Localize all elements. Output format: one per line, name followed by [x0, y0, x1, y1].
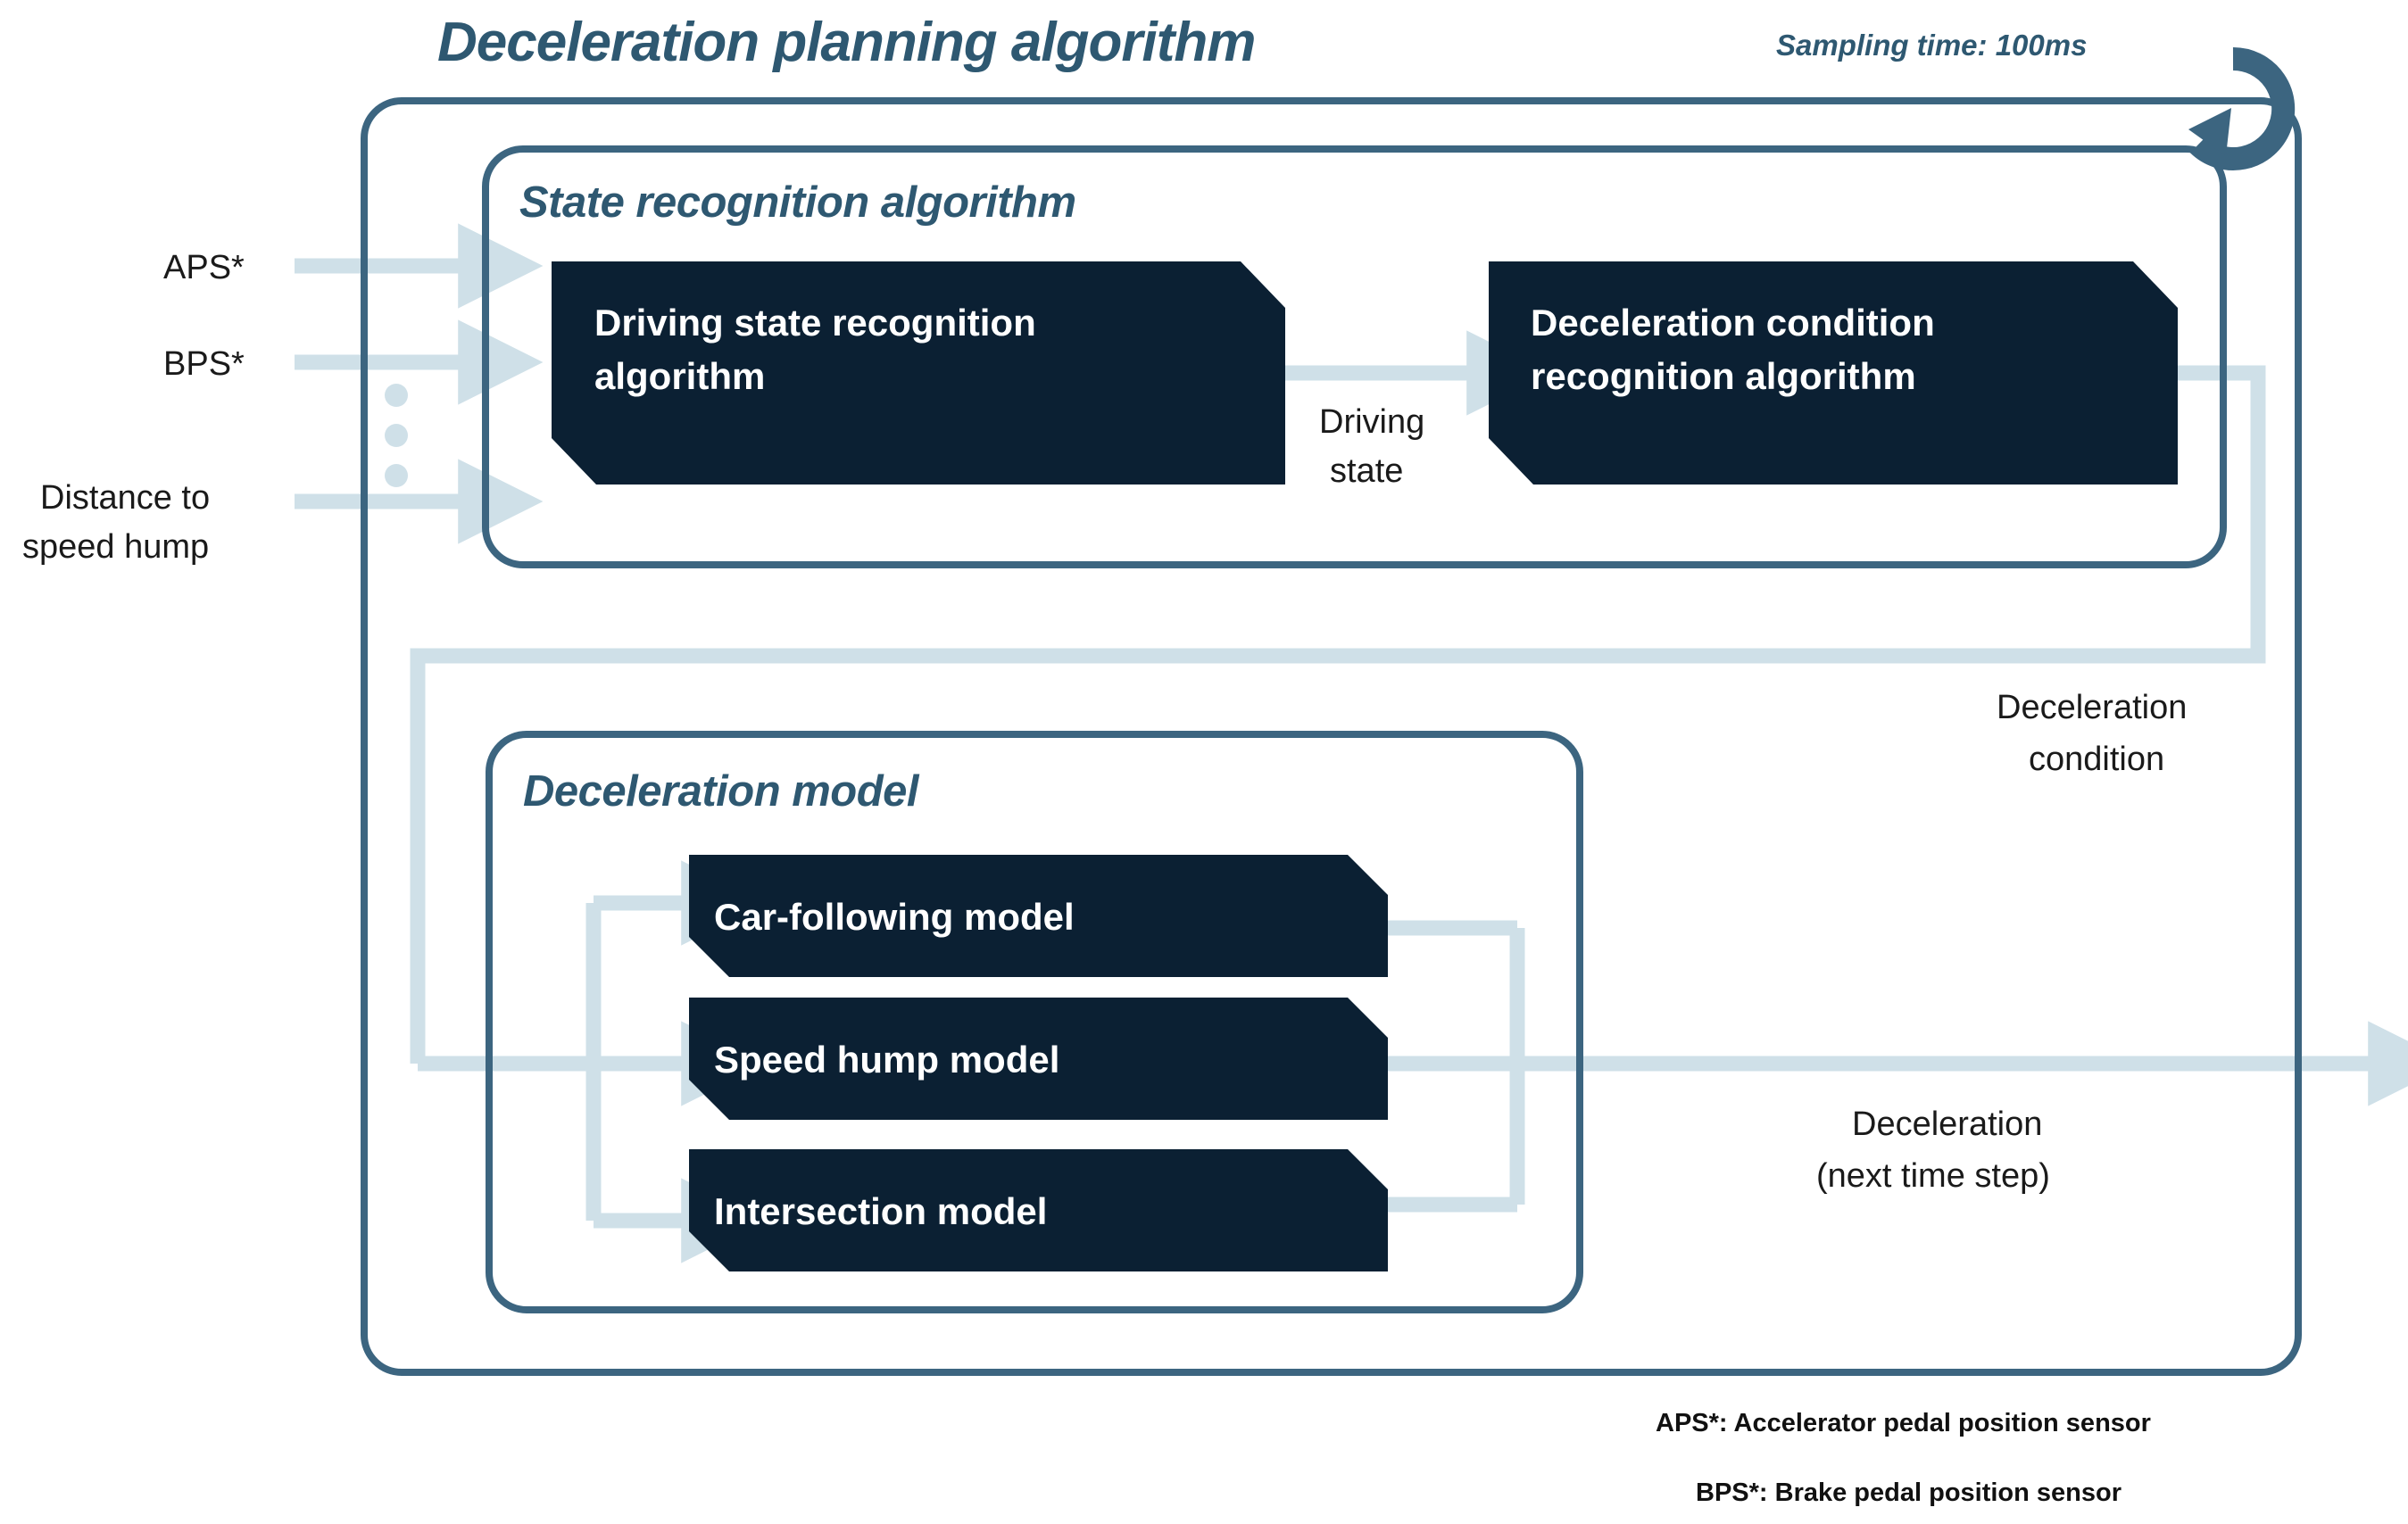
input-label-bps: BPS*	[163, 345, 245, 383]
panel-title-deceleration-model: Deceleration model	[523, 767, 920, 816]
block-label-deceleration-condition-line1: Deceleration condition	[1531, 302, 1935, 344]
footnote-aps: APS*: Accelerator pedal position sensor	[1656, 1409, 2151, 1437]
block-intersection-model[interactable]	[689, 1149, 1388, 1271]
input-label-distance-line1: Distance to	[40, 479, 210, 517]
panel-deceleration-model	[486, 731, 1583, 1313]
panel-state-recognition	[482, 145, 2227, 568]
block-label-car-following: Car-following model	[714, 896, 1075, 938]
blocks-layer	[552, 261, 2178, 1271]
block-driving-state-recognition[interactable]	[552, 261, 1285, 485]
block-speed-hump-model[interactable]	[689, 998, 1388, 1120]
signal-label-output-line2: (next time step)	[1816, 1157, 2050, 1195]
flow-deceleration-condition	[410, 365, 2266, 1064]
flow-lines-layer	[295, 223, 2408, 1263]
signal-label-output-line1: Deceleration	[1852, 1106, 2042, 1143]
block-label-driving-state-line1: Driving state recognition	[594, 302, 1036, 344]
block-label-driving-state-line2: algorithm	[594, 355, 765, 397]
block-label-speed-hump: Speed hump model	[714, 1039, 1059, 1081]
block-label-intersection: Intersection model	[714, 1190, 1047, 1232]
input-ellipsis-dots	[385, 384, 408, 487]
block-car-following-model[interactable]	[689, 855, 1388, 977]
input-label-distance-line2: speed hump	[22, 528, 209, 566]
signal-label-deceleration-condition-line2: condition	[2029, 741, 2164, 778]
flow-label-driving-state-line2: state	[1330, 452, 1403, 490]
panel-outer-deceleration-planning	[361, 97, 2302, 1376]
signal-label-deceleration-condition-line1: Deceleration	[1997, 689, 2187, 726]
page-title: Deceleration planning algorithm	[437, 12, 1255, 73]
footnote-bps: BPS*: Brake pedal position sensor	[1696, 1478, 2122, 1507]
sampling-time-note: Sampling time: 100ms	[1776, 29, 2087, 62]
panel-title-state-recognition: State recognition algorithm	[519, 178, 1076, 227]
block-deceleration-condition-recognition[interactable]	[1489, 261, 2178, 485]
block-label-deceleration-condition-line2: recognition algorithm	[1531, 355, 1916, 397]
cycle-arrow-icon	[2188, 46, 2296, 170]
flow-label-driving-state-line1: Driving	[1319, 403, 1424, 441]
input-label-aps: APS*	[163, 249, 245, 286]
